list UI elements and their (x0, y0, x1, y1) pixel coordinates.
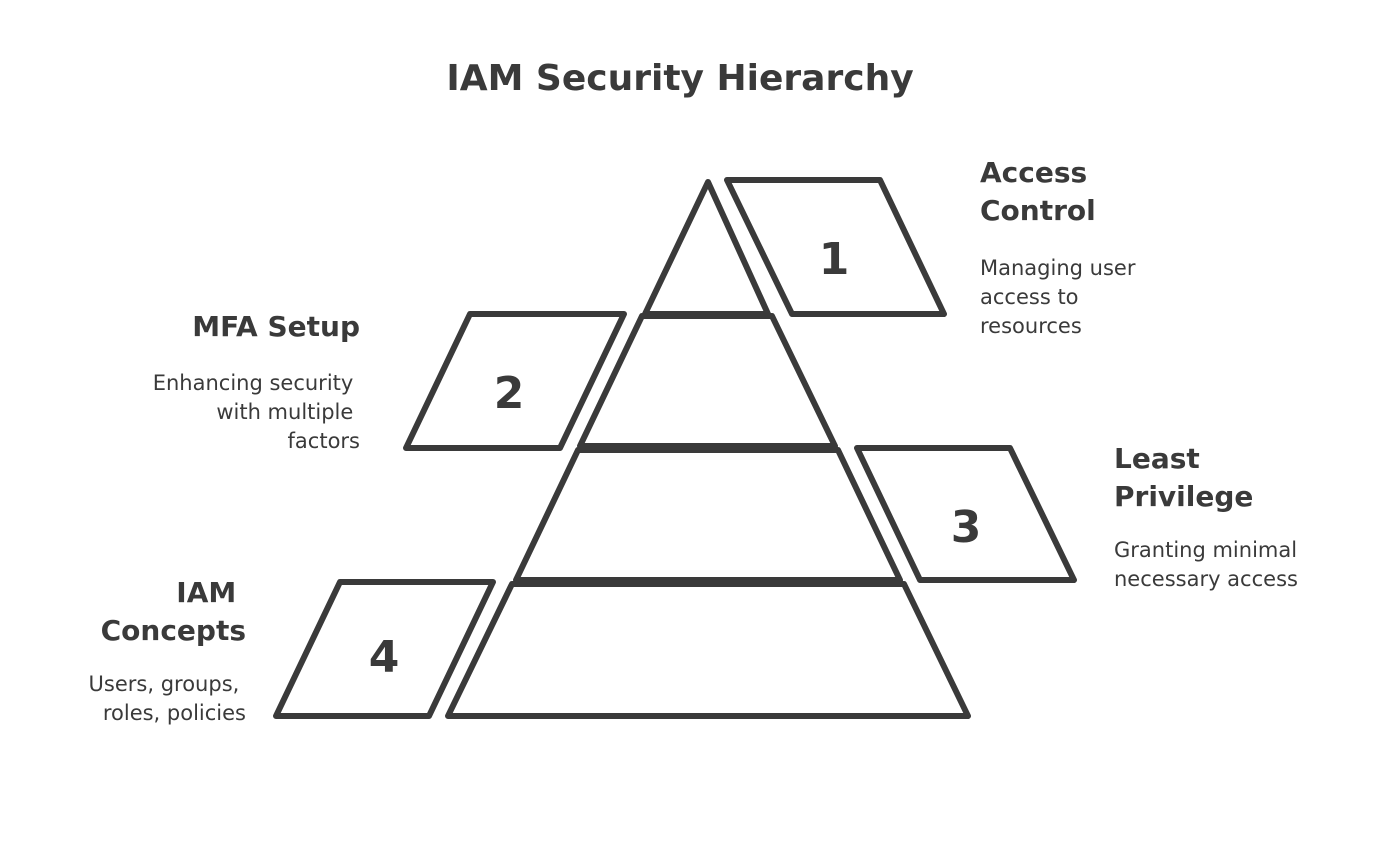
level-3-number: 3 (951, 502, 982, 553)
pyramid-tier-2 (577, 313, 838, 449)
level-1-number-box (724, 177, 947, 317)
level-1-label: Access Control (980, 156, 1097, 227)
level-4-label: IAM Concepts (101, 576, 246, 647)
pyramid (445, 179, 971, 719)
level-3-description: Granting minimal necessary access (1114, 538, 1304, 591)
level-2-number: 2 (494, 368, 525, 419)
level-2-description: Enhancing security with multiple factors (153, 371, 360, 453)
level-3-number-box (854, 445, 1077, 583)
level-2: 2 MFA Setup Enhancing security with mult… (153, 310, 627, 453)
level-2-label: MFA Setup (192, 310, 360, 343)
level-4-number: 4 (369, 632, 400, 683)
level-3: 3 Least Privilege Granting minimal neces… (854, 442, 1304, 591)
level-4-number-box (273, 579, 496, 719)
level-2-number-box (403, 311, 627, 451)
pyramid-tier-1 (642, 179, 771, 317)
level-4: 4 IAM Concepts Users, groups, roles, pol… (89, 576, 496, 725)
level-3-label: Least Privilege (1114, 442, 1253, 513)
level-4-description: Users, groups, roles, policies (89, 672, 246, 725)
diagram-title: IAM Security Hierarchy (446, 58, 913, 99)
level-1-description: Managing user access to resources (980, 256, 1142, 338)
pyramid-tier-3 (513, 447, 903, 583)
level-1: 1 Access Control Managing user access to… (724, 156, 1142, 338)
pyramid-tier-4 (445, 581, 971, 719)
level-1-number: 1 (819, 234, 850, 285)
